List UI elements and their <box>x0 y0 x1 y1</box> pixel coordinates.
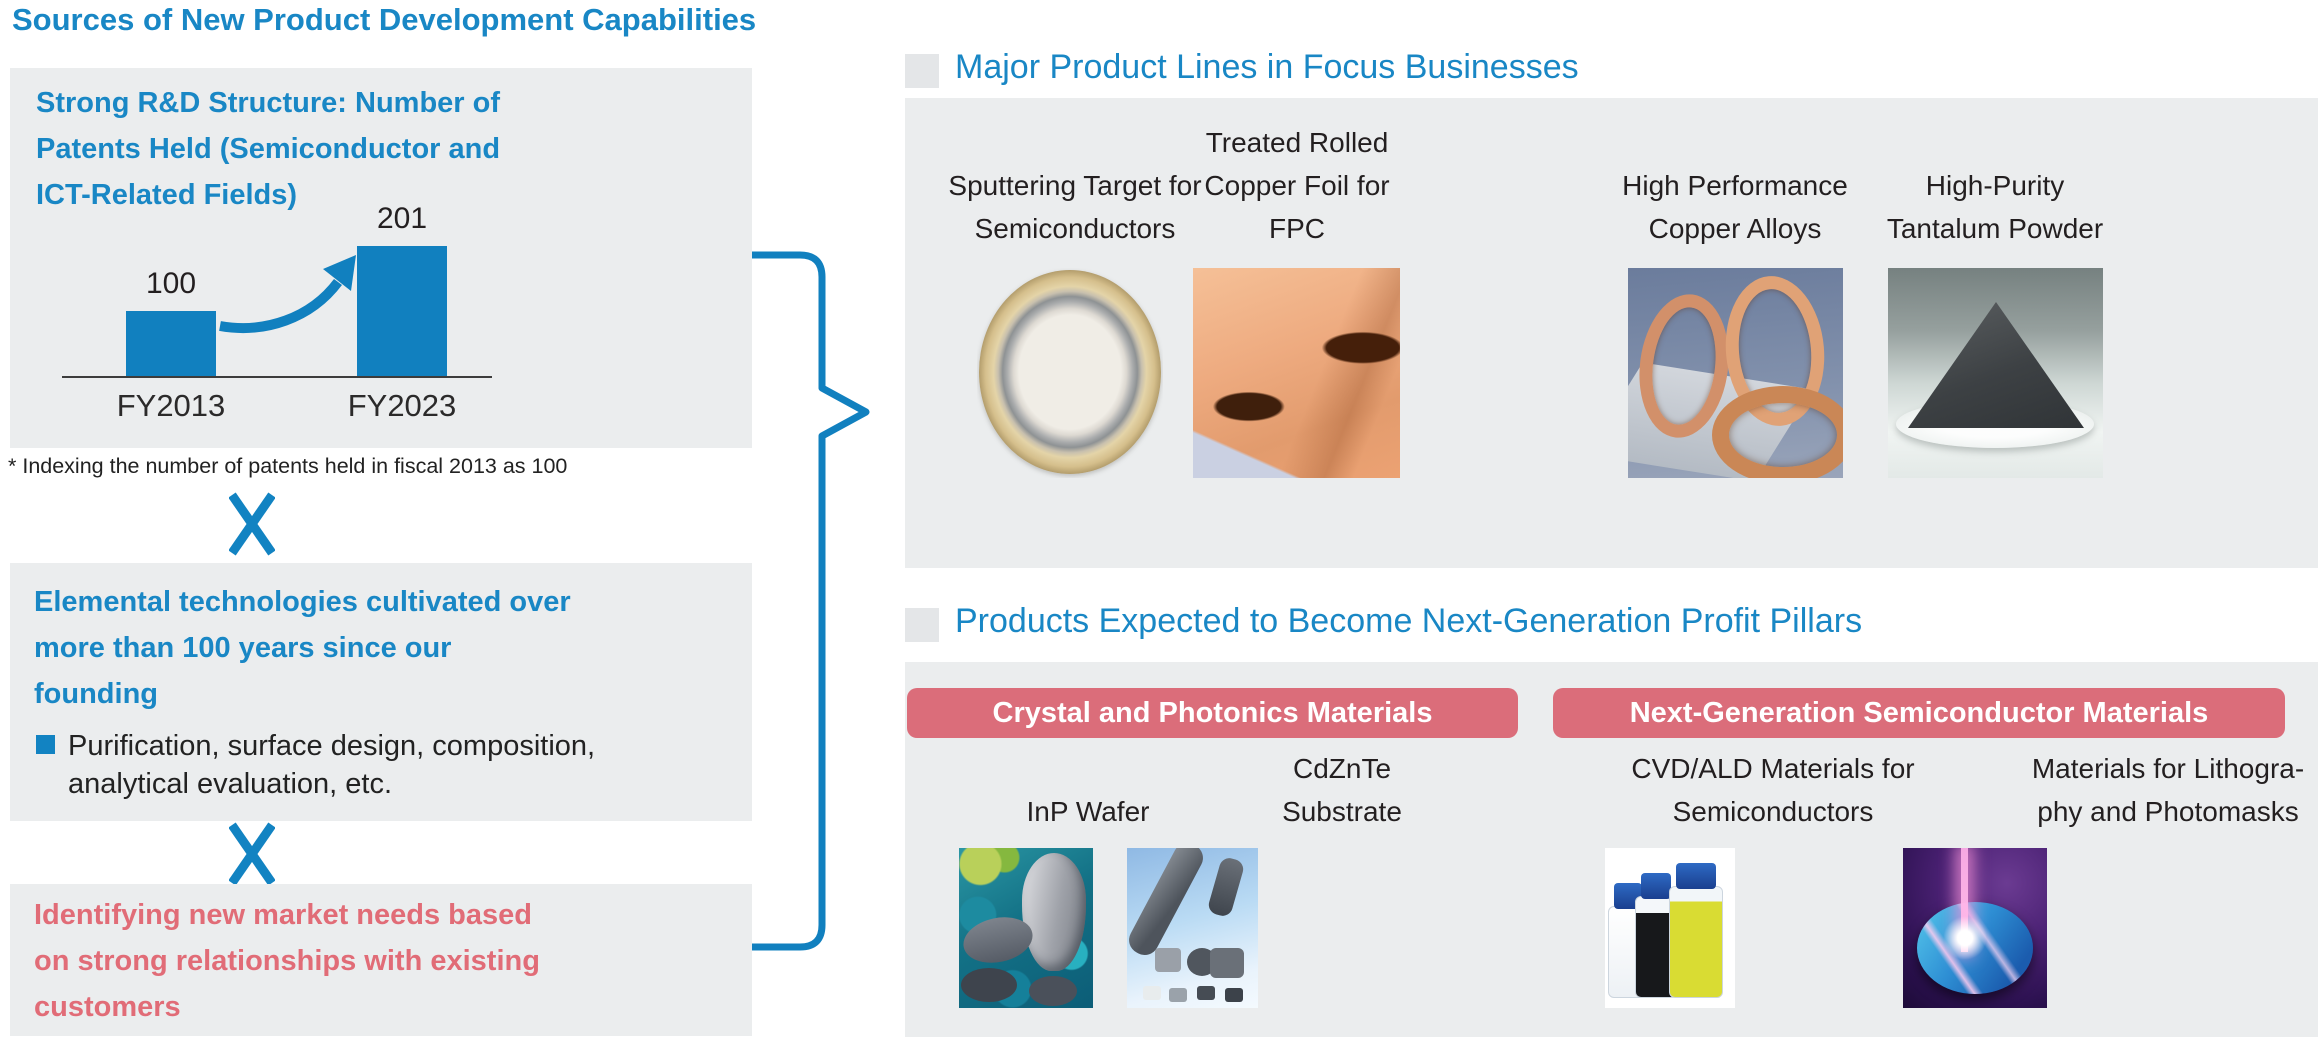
brace-connector-icon <box>752 251 870 951</box>
multiply-icon <box>229 822 275 886</box>
nextgen-section-heading-text: Products Expected to Become Next-Generat… <box>955 602 1863 640</box>
product-label-lithography: Materials for Lithogra- phy and Photomas… <box>2031 753 2305 827</box>
category-pill-nextgen-semiconductor: Next-Generation Semiconductor Materials <box>1553 688 2285 738</box>
bar-fy2023 <box>357 246 447 376</box>
sputtering-disc <box>979 270 1161 474</box>
rd-box-heading-line: Patents Held (Semiconductor and <box>36 133 501 165</box>
rd-structure-box: Strong R&D Structure: Number of Patents … <box>10 68 752 448</box>
product-label-cdznte: CdZnTe Substrate <box>1282 753 1402 827</box>
elemental-tech-heading-line: founding <box>34 678 159 710</box>
sputtering-target-photo <box>977 268 1163 478</box>
bar-value-fy2023: 201 <box>376 202 428 235</box>
market-needs-heading-line: customers <box>34 991 181 1023</box>
product-label-inp-wafer: InP Wafer <box>1026 796 1150 827</box>
elemental-tech-heading: Elemental technologies cultivated over m… <box>34 579 571 717</box>
page-title: Sources of New Product Development Capab… <box>12 2 757 37</box>
market-needs-box: Identifying new market needs based on st… <box>10 884 752 1036</box>
growth-arrow-icon <box>219 255 356 334</box>
x-axis-line <box>62 376 492 378</box>
focus-products-panel: Sputtering Target for Semiconductors Tre… <box>905 98 2318 568</box>
tantalum-powder-photo <box>1888 268 2103 478</box>
rd-box-heading: Strong R&D Structure: Number of Patents … <box>36 80 500 218</box>
focus-section-heading: Major Product Lines in Focus Businesses <box>905 48 1579 88</box>
section-square-icon <box>905 54 939 88</box>
bar-value-fy2013: 100 <box>145 267 197 300</box>
multiply-icon <box>229 492 275 556</box>
inp-wafer-photo <box>959 848 1093 1008</box>
product-label-copper-foil: Treated Rolled Copper Foil for FPC <box>1204 127 1390 244</box>
cvd-ald-bottles-photo <box>1605 848 1735 1008</box>
product-label-tantalum-powder: High-Purity Tantalum Powder <box>1886 170 2104 244</box>
elemental-tech-heading-line: more than 100 years since our <box>34 632 452 664</box>
x-tick-fy2013: FY2013 <box>116 388 226 423</box>
bar-fy2013 <box>126 311 216 376</box>
copper-alloys-photo <box>1628 268 1843 478</box>
rd-box-heading-line: Strong R&D Structure: Number of <box>36 87 500 119</box>
copper-foil-photo <box>1193 268 1400 478</box>
product-label-sputtering-target: Sputtering Target for Semiconductors <box>948 170 1202 244</box>
chart-footnote: * Indexing the number of patents held in… <box>8 454 568 478</box>
elemental-tech-box: Elemental technologies cultivated over m… <box>10 563 752 821</box>
focus-section-heading-text: Major Product Lines in Focus Businesses <box>955 48 1579 86</box>
elemental-tech-heading-line: Elemental technologies cultivated over <box>34 586 571 618</box>
nextgen-products-panel: Crystal and Photonics Materials Next-Gen… <box>905 662 2318 1037</box>
product-label-cvd-ald: CVD/ALD Materials for Semiconductors <box>1631 753 1915 827</box>
product-label-copper-alloys: High Performance Copper Alloys <box>1622 170 1848 244</box>
x-tick-fy2023: FY2023 <box>347 388 457 423</box>
nextgen-section-heading: Products Expected to Become Next-Generat… <box>905 602 1862 642</box>
square-bullet-icon <box>36 735 55 754</box>
market-needs-heading: Identifying new market needs based on st… <box>34 892 540 1030</box>
cdznte-substrate-photo <box>1127 848 1258 1008</box>
market-needs-heading-line: Identifying new market needs based <box>34 899 532 931</box>
rd-box-heading-line: ICT-Related Fields) <box>36 179 298 211</box>
elemental-tech-bullet-text: Purification, surface design, compositio… <box>68 730 596 800</box>
market-needs-heading-line: on strong relationships with existing <box>34 945 540 977</box>
section-square-icon <box>905 608 939 642</box>
category-pill-crystal-photonics: Crystal and Photonics Materials <box>907 688 1518 738</box>
lithography-wafer-photo <box>1903 848 2047 1008</box>
elemental-tech-bullet: Purification, surface design, compositio… <box>36 727 736 803</box>
